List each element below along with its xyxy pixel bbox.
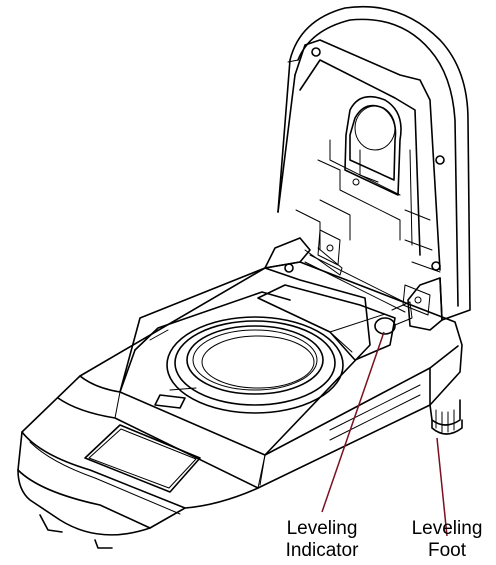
analyzer-lid <box>277 5 471 321</box>
sample-pan <box>154 316 344 414</box>
analyzer-base <box>17 261 463 549</box>
leveling-indicator-bubble <box>374 317 396 335</box>
sample-chamber <box>119 267 396 456</box>
leveling-indicator-label-line1: Leveling <box>286 518 358 539</box>
leveling-foot-label: Leveling Foot <box>398 518 496 562</box>
display-window <box>84 424 201 493</box>
leveling-foot-drawing <box>429 399 463 435</box>
leveling-indicator-label-line2: Indicator <box>285 540 359 561</box>
leveling-foot-label-line1: Leveling <box>411 518 483 539</box>
hinge-left <box>264 237 343 276</box>
leveling-indicator-label: Leveling Indicator <box>262 518 382 562</box>
leveling-indicator-leader <box>321 331 385 513</box>
hinge-right <box>391 277 443 331</box>
leveling-foot-label-line2: Foot <box>427 540 467 561</box>
leveling-foot-leader <box>436 437 448 537</box>
